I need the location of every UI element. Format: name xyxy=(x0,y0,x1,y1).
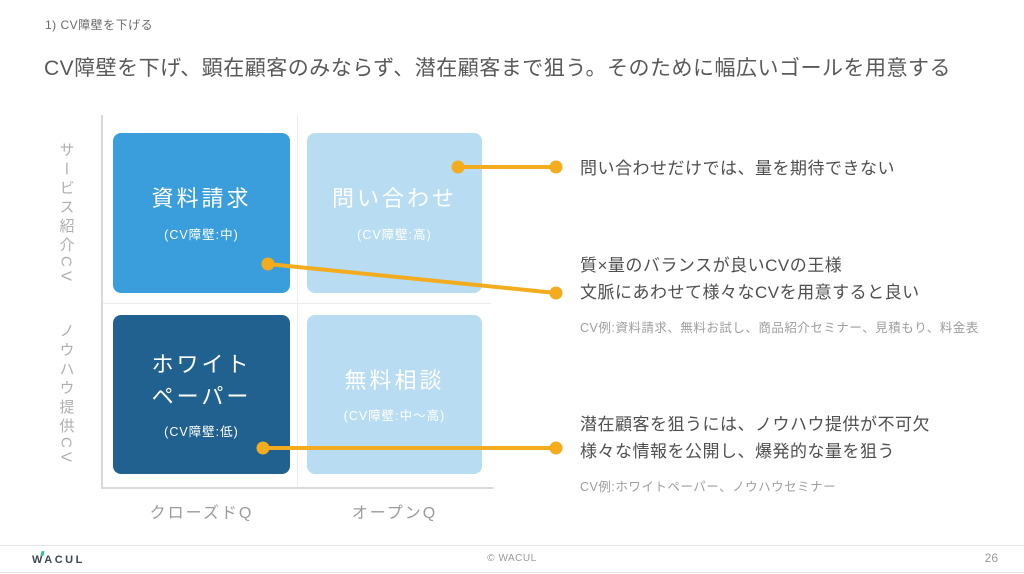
x-axis-label-open-q: オープンQ xyxy=(351,505,438,522)
annotation-text-line1: 潜在顧客を狙うには、ノウハウ提供が不可欠 xyxy=(580,415,930,434)
wacul-logo-text: WACUL xyxy=(32,554,85,566)
annotation-cv-examples: CV例:資料請求、無料お試し、商品紹介セミナー、見積もり、料金表 xyxy=(580,321,979,335)
quadrant-whitepaper: ホワイト ペーパー (CV障壁:低) xyxy=(113,315,290,474)
y-axis-label-service-cv: サービス紹介CV xyxy=(57,141,75,285)
section-kicker: 1) CV障壁を下げる xyxy=(45,18,154,32)
wacul-logo: WACUL xyxy=(32,551,85,566)
row-divider-gridline xyxy=(103,303,491,304)
quadrant-label-line2: ペーパー xyxy=(151,383,252,409)
y-axis-line xyxy=(101,115,103,489)
x-axis-label-closed-q: クローズドQ xyxy=(149,505,254,522)
slide-bottom-border xyxy=(0,572,1024,573)
x-axis-line xyxy=(101,487,493,489)
quadrant-label: 資料請求 xyxy=(151,186,252,212)
quadrant-label-line1: ホワイト xyxy=(151,351,252,377)
y-axis-label-knowhow-cv: ノウハウ提供CV xyxy=(57,323,75,466)
quadrant-document-request: 資料請求 (CV障壁:中) xyxy=(113,133,290,293)
quadrant-barrier-level: (CV障壁:中) xyxy=(164,227,239,242)
annotation-whitepaper: 潜在顧客を狙うには、ノウハウ提供が不可欠 様々な情報を公開し、爆発的な量を狙う … xyxy=(580,411,930,495)
column-divider-gridline xyxy=(297,116,298,487)
page-number: 26 xyxy=(984,551,998,565)
annotation-inquiry: 問い合わせだけでは、量を期待できない xyxy=(580,155,895,182)
annotation-text: 問い合わせだけでは、量を期待できない xyxy=(580,159,895,178)
slide-title: CV障壁を下げ、顕在顧客のみならず、潜在顧客まで狙う。そのために幅広いゴールを用… xyxy=(44,57,952,80)
annotation-text-line2: 様々な情報を公開し、爆発的な量を狙う xyxy=(580,442,895,461)
quadrant-barrier-level: (CV障壁:中〜高) xyxy=(343,409,446,424)
annotation-text-line2: 文脈にあわせて様々なCVを用意すると良い xyxy=(580,283,920,302)
quadrant-barrier-level: (CV障壁:低) xyxy=(164,425,239,440)
quadrant-label: 無料相談 xyxy=(344,367,445,393)
annotation-text-line1: 質×量のバランスが良いCVの王様 xyxy=(580,256,843,275)
copyright-text: © WACUL xyxy=(487,553,537,564)
footer-divider xyxy=(0,545,1024,546)
annotation-cv-examples: CV例:ホワイトペーパー、ノウハウセミナー xyxy=(580,480,837,494)
quadrant-barrier-level: (CV障壁:高) xyxy=(357,227,432,242)
quadrant-inquiry: 問い合わせ (CV障壁:高) xyxy=(307,133,482,293)
quadrant-free-consultation: 無料相談 (CV障壁:中〜高) xyxy=(307,315,482,474)
quadrant-label: 問い合わせ xyxy=(331,186,457,212)
annotation-document-request: 質×量のバランスが良いCVの王様 文脈にあわせて様々なCVを用意すると良い CV… xyxy=(580,252,979,336)
